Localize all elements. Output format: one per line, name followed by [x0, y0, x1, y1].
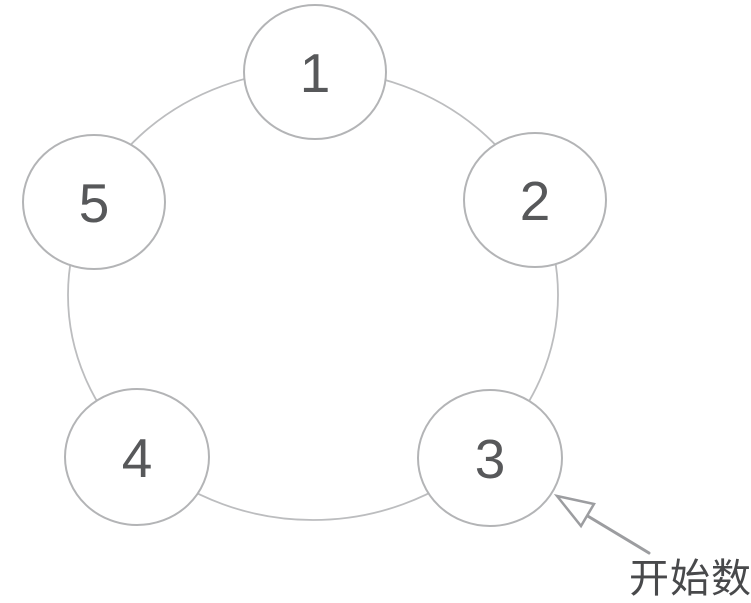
node-3: 3 [417, 389, 563, 527]
node-3-circle [417, 389, 563, 527]
node-4-label: 4 [122, 427, 153, 489]
node-1-label: 1 [300, 42, 331, 104]
node-1: 1 [243, 4, 387, 140]
node-4: 4 [64, 388, 210, 526]
start-arrow [553, 494, 651, 555]
node-1-circle [243, 4, 387, 140]
node-2-label: 2 [520, 170, 551, 232]
node-2: 2 [463, 132, 607, 268]
node-2-circle [463, 132, 607, 268]
node-5: 5 [22, 134, 166, 270]
node-5-circle [22, 134, 166, 270]
start-arrow-shaft [584, 513, 651, 555]
node-5-label: 5 [79, 172, 110, 234]
node-3-label: 3 [475, 428, 506, 490]
start-arrow-head-icon [553, 494, 596, 529]
node-4-circle [64, 388, 210, 526]
start-annotation-label: 开始数 [629, 556, 751, 602]
